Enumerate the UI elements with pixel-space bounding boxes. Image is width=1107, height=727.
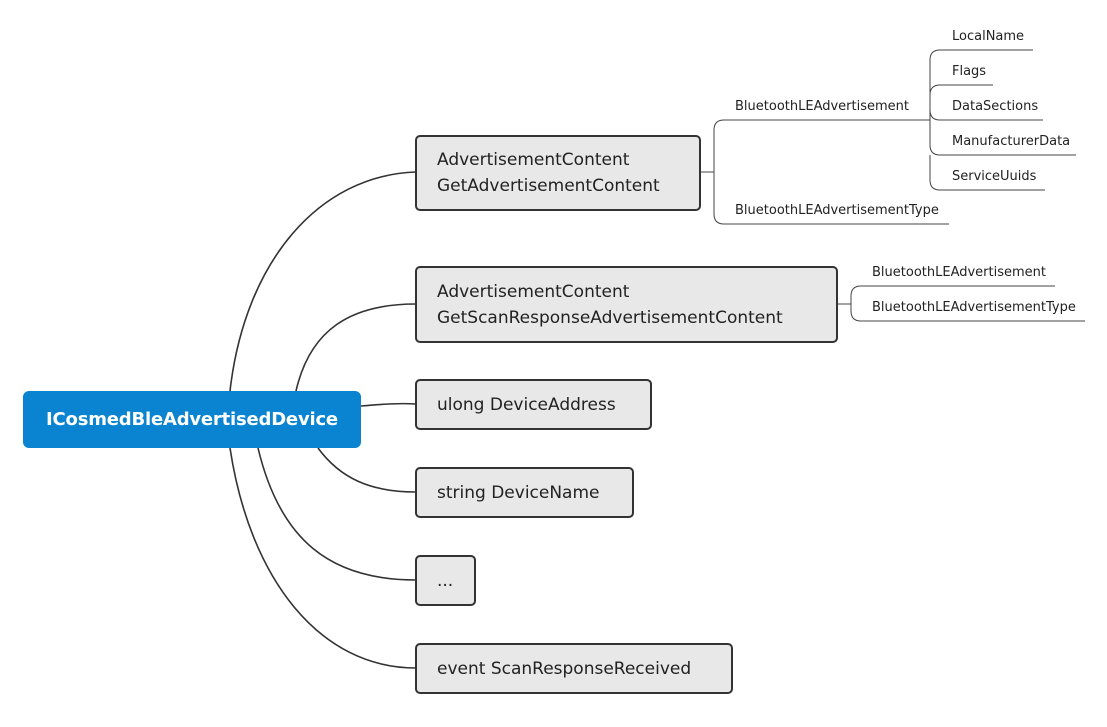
edge-b1-localname bbox=[929, 49, 1033, 120]
leaf-b1-advertisement-type[interactable]: BluetoothLEAdvertisementType bbox=[735, 203, 939, 218]
node-get-advertisement-content[interactable]: AdvertisementContent GetAdvertisementCon… bbox=[415, 135, 701, 211]
edge-b1-serviceuuids bbox=[929, 155, 1045, 191]
edge-b2-advertisement bbox=[850, 285, 1055, 304]
node-label: ulong DeviceAddress bbox=[437, 394, 616, 415]
node-line-type: AdvertisementContent bbox=[437, 281, 630, 302]
edge-b1-advertisementtype bbox=[713, 172, 949, 225]
node-get-scan-response-advertisement-content[interactable]: AdvertisementContent GetScanResponseAdve… bbox=[415, 266, 838, 343]
edge-root-scanresponsereceived bbox=[229, 447, 417, 669]
edge-b1-manufacturerdata bbox=[929, 120, 1076, 156]
leaf-b1-field[interactable]: LocalName bbox=[952, 29, 1025, 44]
leaf-b1-advertisement[interactable]: BluetoothLEAdvertisement bbox=[735, 99, 909, 114]
node-line-method: GetScanResponseAdvertisementContent bbox=[437, 307, 783, 328]
edge-root-getscanresponse bbox=[295, 303, 417, 392]
edge-root-ellipsis bbox=[257, 447, 417, 581]
leaf-b1-field[interactable]: DataSections bbox=[952, 99, 1039, 114]
node-scan-response-received[interactable]: event ScanResponseReceived bbox=[415, 643, 733, 694]
leaf-b1-field[interactable]: Flags bbox=[952, 64, 987, 79]
node-ellipsis[interactable]: ... bbox=[415, 555, 476, 606]
leaf-b2-advertisement[interactable]: BluetoothLEAdvertisement bbox=[872, 265, 1046, 280]
node-line-method: GetAdvertisementContent bbox=[437, 176, 660, 196]
edge-root-devicename bbox=[317, 447, 417, 493]
node-device-address[interactable]: ulong DeviceAddress bbox=[415, 379, 652, 430]
node-label: event ScanResponseReceived bbox=[437, 658, 692, 679]
edge-root-deviceaddress bbox=[360, 402, 417, 407]
node-label: ... bbox=[437, 570, 454, 591]
leaf-b1-field[interactable]: ManufacturerData bbox=[952, 134, 1071, 149]
edge-b1-advertisement bbox=[713, 119, 916, 172]
root-topic[interactable]: ICosmedBleAdvertisedDevice bbox=[23, 391, 361, 448]
leaf-b1-field[interactable]: ServiceUuids bbox=[952, 169, 1037, 184]
edge-root-getadvertisementcontent bbox=[229, 171, 417, 392]
edge-b2-advertisementtype bbox=[850, 304, 1085, 322]
node-label: string DeviceName bbox=[437, 482, 600, 503]
root-label: ICosmedBleAdvertisedDevice bbox=[46, 409, 338, 430]
node-line-type: AdvertisementContent bbox=[437, 150, 630, 170]
edge-b1-flags bbox=[929, 84, 993, 96]
edge-b1-datasections bbox=[929, 109, 1043, 121]
leaf-b2-advertisement-type[interactable]: BluetoothLEAdvertisementType bbox=[872, 300, 1076, 315]
node-device-name[interactable]: string DeviceName bbox=[415, 467, 634, 518]
